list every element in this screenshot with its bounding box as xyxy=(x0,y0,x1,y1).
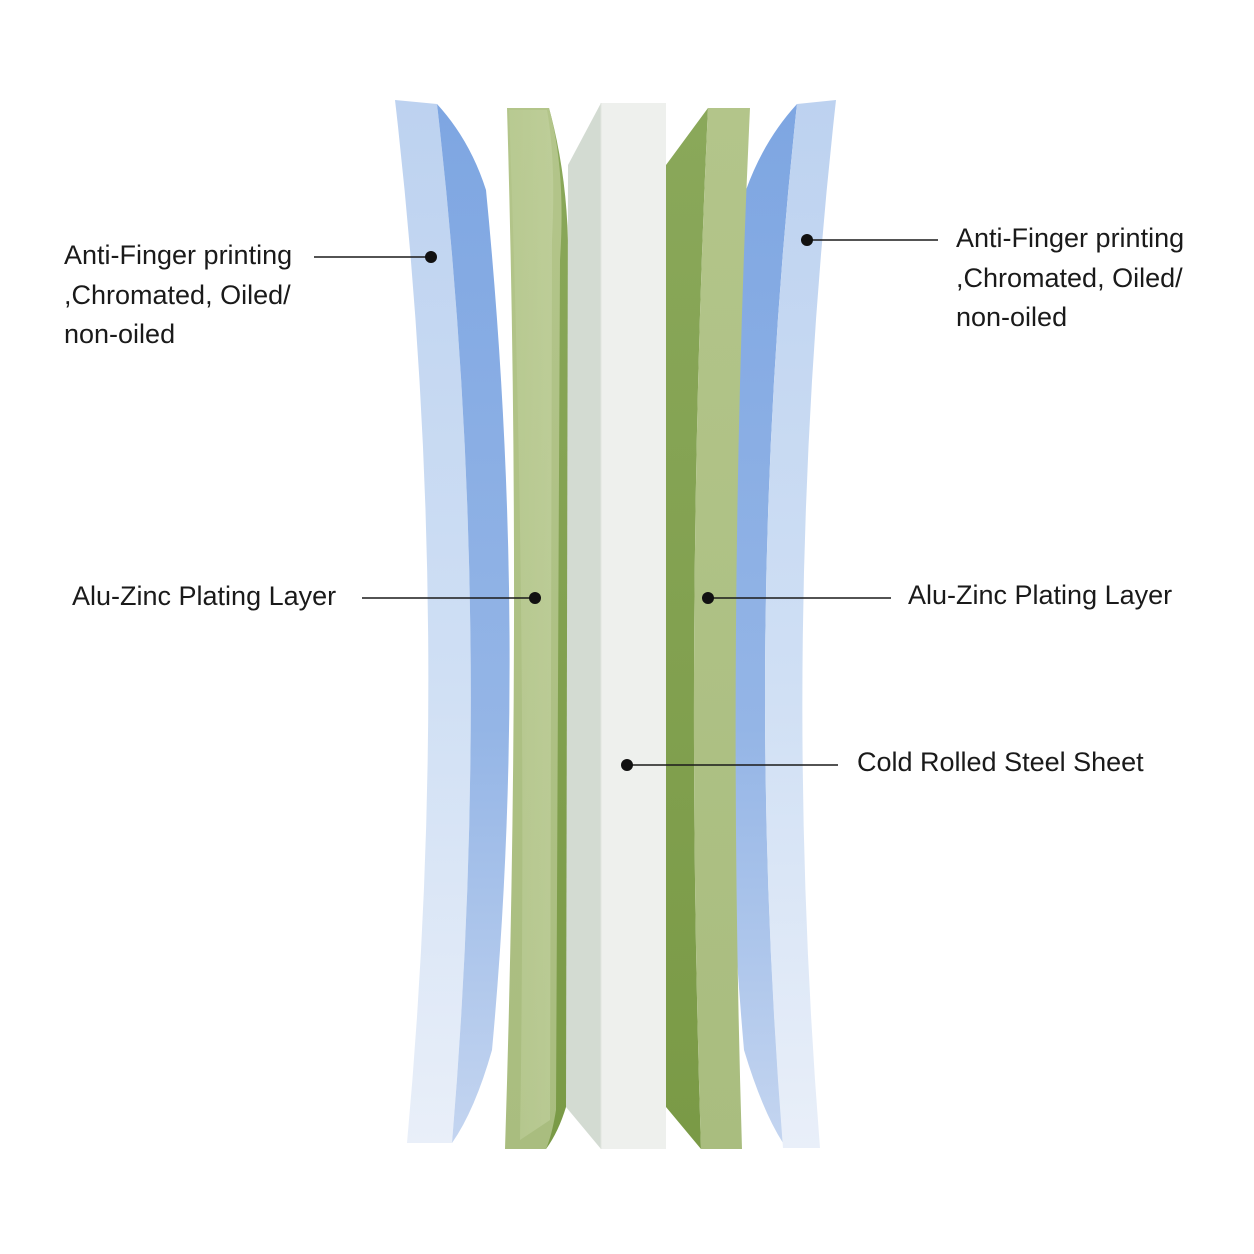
alu-zinc-right-dot xyxy=(702,592,714,604)
label-line: non-oiled xyxy=(956,302,1068,332)
right-alu-zinc-layer xyxy=(693,108,750,1149)
leader-alu-zinc-right xyxy=(702,592,891,604)
leader-anti-finger-left xyxy=(314,251,437,263)
left-coating-layer-side xyxy=(437,104,510,1143)
label-cold-rolled-steel: Cold Rolled Steel Sheet xyxy=(857,747,1144,777)
steel-sheet-core xyxy=(601,103,666,1149)
right-coating-layer-side xyxy=(726,104,797,1143)
label-line: Anti-Finger printing xyxy=(64,240,293,270)
label-line: Anti-Finger printing xyxy=(956,223,1185,253)
label-alu-zinc-right: Alu-Zinc Plating Layer xyxy=(908,580,1173,610)
anti-finger-left-dot xyxy=(425,251,437,263)
label-line: ,Chromated, Oiled/ xyxy=(64,279,291,310)
leader-alu-zinc-left xyxy=(362,592,541,604)
left-alu-zinc-layer-highlight xyxy=(509,110,554,1140)
cold-rolled-dot xyxy=(621,759,633,771)
label-anti-finger-right: Anti-Finger printing ,Chromated, Oiled/ … xyxy=(956,219,1184,338)
right-alu-zinc-layer-side xyxy=(666,108,708,1149)
label-alu-zinc-left: Alu-Zinc Plating Layer xyxy=(72,581,337,611)
alu-zinc-left-dot xyxy=(529,592,541,604)
steel-sheet-side xyxy=(566,103,601,1149)
label-anti-finger-left: Anti-Finger printing ,Chromated, Oiled/ … xyxy=(64,236,292,355)
right-coating-layer xyxy=(765,100,836,1148)
left-coating-layer xyxy=(395,100,471,1143)
leader-cold-rolled xyxy=(621,759,838,771)
leader-anti-finger-right xyxy=(801,234,938,246)
anti-finger-right-dot xyxy=(801,234,813,246)
label-line: ,Chromated, Oiled/ xyxy=(956,262,1183,293)
label-line: non-oiled xyxy=(64,319,176,349)
